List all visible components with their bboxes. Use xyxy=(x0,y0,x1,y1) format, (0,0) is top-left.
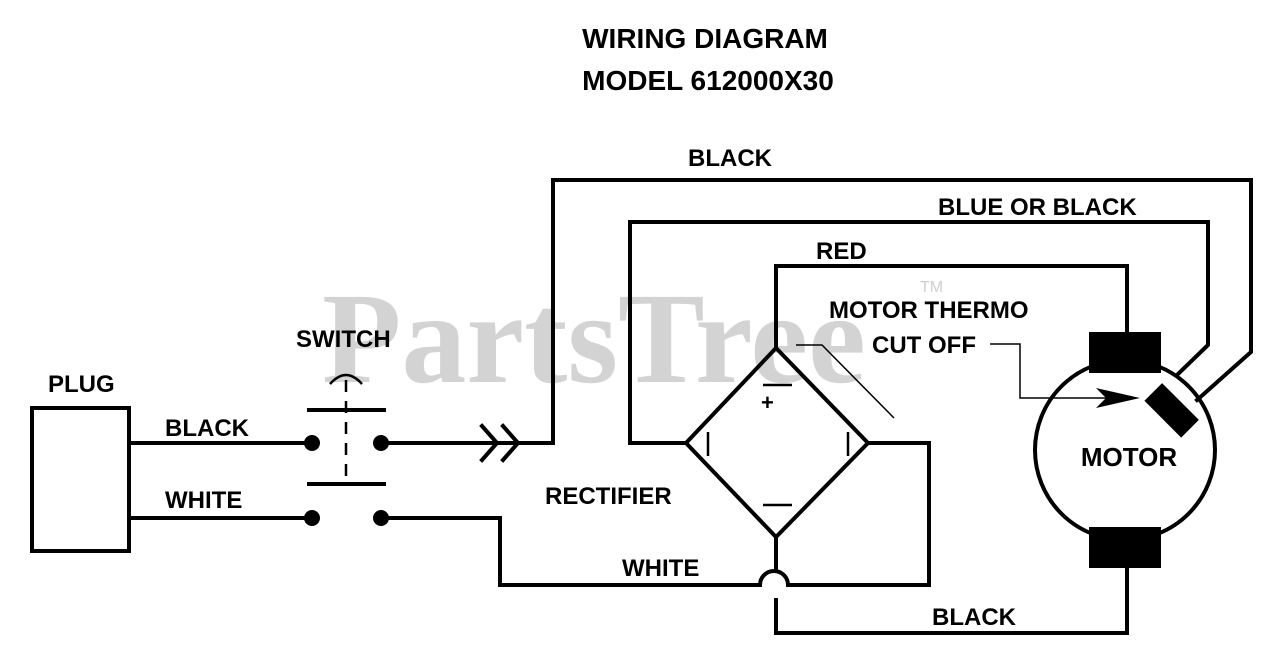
plug-white-wire-label: WHITE xyxy=(165,487,242,514)
plug-body xyxy=(30,406,131,553)
motor xyxy=(1033,332,1217,568)
motor-label: MOTOR xyxy=(1081,442,1178,472)
switch-terminal-left-top xyxy=(304,435,320,451)
thermo-arrow-head xyxy=(1096,388,1140,408)
rectifier-internal-line xyxy=(796,344,895,419)
diagram-subtitle: MODEL 612000X30 xyxy=(582,65,834,96)
connector-chevron-1 xyxy=(479,423,500,463)
red-wire-label: RED xyxy=(816,238,867,265)
switch-terminal-left-bottom xyxy=(304,510,320,526)
switch xyxy=(304,373,389,526)
thermo-leader-line xyxy=(990,343,1110,399)
black-wire-bottom xyxy=(774,566,1129,635)
white-wire-right xyxy=(786,441,931,587)
black-wire-label-top: BLACK xyxy=(688,145,773,172)
watermark-trademark: TM xyxy=(920,279,943,296)
black-wire-label-bottom: BLACK xyxy=(932,604,1017,631)
rectifier-label: RECTIFIER xyxy=(545,483,672,510)
switch-push-button xyxy=(329,373,363,385)
thermo-label-line2: CUT OFF xyxy=(872,332,976,359)
watermark: PartsTree TM xyxy=(322,267,943,411)
watermark-text: PartsTree xyxy=(322,267,866,411)
switch-label: SWITCH xyxy=(296,326,391,353)
motor-brush-bottom xyxy=(1089,527,1161,568)
blue-or-black-wire xyxy=(628,220,1210,445)
white-wire-label-bottom: WHITE xyxy=(622,555,699,582)
blue-or-black-wire-label: BLUE OR BLACK xyxy=(938,194,1137,221)
red-wire xyxy=(774,264,1129,350)
diagram-title: WIRING DIAGRAM xyxy=(582,23,828,54)
motor-housing xyxy=(1033,358,1217,542)
thermo-cutoff-device xyxy=(1144,383,1199,438)
plug-label: PLUG xyxy=(48,371,115,398)
plug-black-wire-label: BLACK xyxy=(165,415,250,442)
rectifier-plus-sign: + xyxy=(761,390,774,415)
white-wire-left xyxy=(379,516,762,587)
thermo-label-line1: MOTOR THERMO xyxy=(829,297,1029,324)
wire-crossover-hop xyxy=(757,569,791,588)
black-wire-to-motor xyxy=(518,178,1253,445)
motor-brush-top xyxy=(1089,332,1161,373)
